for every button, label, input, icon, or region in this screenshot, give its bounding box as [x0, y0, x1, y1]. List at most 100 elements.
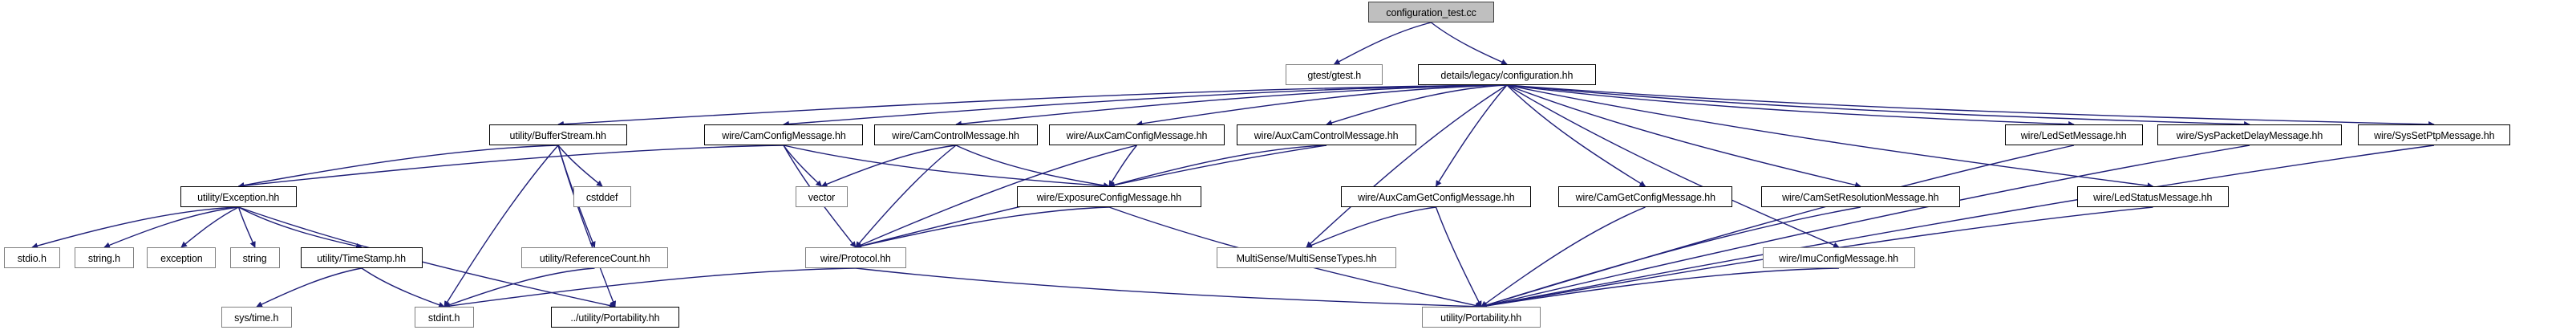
graph-node-label: gtest/gtest.h — [1307, 68, 1361, 81]
graph-node-utility-Portability-hh[interactable]: utility/Portability.hh — [1422, 307, 1541, 328]
graph-node-label: details/legacy/configuration.hh — [1440, 68, 1574, 81]
graph-node-stdint-h[interactable]: stdint.h — [415, 307, 474, 328]
graph-edge — [1506, 84, 2075, 128]
graph-node-label: string — [243, 251, 267, 264]
graph-edge — [1480, 267, 1840, 309]
graph-node-utility-Exception-hh[interactable]: utility/Exception.hh — [180, 186, 297, 207]
graph-node-wire-CamGetConfigMessage-hh[interactable]: wire/CamGetConfigMessage.hh — [1558, 186, 1732, 207]
graph-node-wire-ImuConfigMessage-hh[interactable]: wire/ImuConfigMessage.hh — [1763, 247, 1915, 268]
graph-node-wire-ExposureConfigMessage-hh[interactable]: wire/ExposureConfigMessage.hh — [1017, 186, 1201, 207]
graph-node-label: utility/ReferenceCount.hh — [539, 251, 650, 264]
graph-node-wire-SysPacketDelayMessage-hh[interactable]: wire/SysPacketDelayMessage.hh — [2157, 124, 2342, 145]
graph-node-label: ../utility/Portability.hh — [570, 311, 660, 324]
graph-node-wire-LedSetMessage-hh[interactable]: wire/LedSetMessage.hh — [2005, 124, 2143, 145]
graph-node-label: stdio.h — [17, 251, 47, 264]
graph-edge — [1506, 84, 2250, 128]
graph-edge — [1333, 22, 1432, 65]
graph-node-label: wire/AuxCamConfigMessage.hh — [1066, 128, 1208, 141]
graph-node-exception[interactable]: exception — [147, 247, 216, 268]
graph-edge — [855, 267, 1482, 310]
graph-node-label: cstddef — [586, 190, 618, 203]
graph-edge — [180, 206, 239, 248]
graph-node-label: string.h — [87, 251, 121, 264]
graph-node-label: MultiSense/MultiSenseTypes.hh — [1236, 251, 1377, 264]
graph-edge — [557, 145, 617, 308]
graph-edge — [237, 145, 559, 189]
graph-edge — [557, 145, 603, 187]
graph-edge — [361, 267, 445, 308]
graph-node-wire-CamSetResolutionMessage-hh[interactable]: wire/CamSetResolutionMessage.hh — [1761, 186, 1960, 207]
graph-edge — [1435, 206, 1482, 308]
graph-node-MultiSense-MultiSenseTypes-hh[interactable]: MultiSense/MultiSenseTypes.hh — [1217, 247, 1396, 268]
graph-edge — [557, 84, 1508, 128]
graph-node-utility-TimeStamp-hh[interactable]: utility/TimeStamp.hh — [301, 247, 423, 268]
graph-node-label: wire/CamSetResolutionMessage.hh — [1782, 190, 1939, 203]
graph-node-label: utility/BufferStream.hh — [509, 128, 607, 141]
graph-edge — [783, 145, 823, 187]
graph-node-label: wire/Protocol.hh — [820, 251, 891, 264]
graph-edge — [955, 145, 1110, 189]
graph-node-label: wire/AuxCamGetConfigMessage.hh — [1357, 190, 1515, 203]
graph-edge — [444, 267, 857, 309]
graph-edge — [1480, 145, 2435, 309]
graph-node-label: sys/time.h — [234, 311, 279, 324]
graph-node-label: vector — [808, 190, 836, 203]
graph-edge — [1108, 145, 1327, 188]
graph-edge — [237, 206, 256, 248]
graph-edge — [444, 145, 559, 308]
graph-node-label: wire/SysSetPtpMessage.hh — [2373, 128, 2495, 141]
graph-node-wire-SysSetPtpMessage-hh[interactable]: wire/SysSetPtpMessage.hh — [2358, 124, 2510, 145]
graph-node-label: configuration_test.cc — [1386, 6, 1476, 18]
graph-node-utility-BufferStream-hh[interactable]: utility/BufferStream.hh — [489, 124, 627, 145]
graph-node-wire-LedStatusMessage-hh[interactable]: wire/LedStatusMessage.hh — [2077, 186, 2229, 207]
graph-edge — [256, 267, 363, 308]
graph-edge — [1306, 84, 1508, 248]
graph-node-label: wire/CamControlMessage.hh — [892, 128, 1020, 141]
graph-edge — [1136, 84, 1508, 127]
graph-node-wire-AuxCamControlMessage-hh[interactable]: wire/AuxCamControlMessage.hh — [1237, 124, 1416, 145]
graph-node-label: exception — [160, 251, 203, 264]
graph-edge — [855, 206, 1110, 250]
graph-edge — [1435, 84, 1508, 187]
graph-node-label: wire/LedStatusMessage.hh — [2093, 190, 2213, 203]
graph-edge — [238, 206, 363, 250]
graph-node-label: stdint.h — [428, 311, 460, 324]
graph-node-cstddef[interactable]: cstddef — [573, 186, 631, 207]
graph-edge — [1506, 84, 1646, 187]
graph-node-wire-Protocol-hh[interactable]: wire/Protocol.hh — [805, 247, 906, 268]
graph-node-wire-AuxCamGetConfigMessage-hh[interactable]: wire/AuxCamGetConfigMessage.hh — [1341, 186, 1531, 207]
graph-node-label: wire/LedSetMessage.hh — [2021, 128, 2127, 141]
graph-edge — [1480, 145, 2075, 308]
graph-edge — [1480, 206, 1646, 308]
graph-node-gtest-gtest-h[interactable]: gtest/gtest.h — [1286, 64, 1383, 85]
graph-node-label: utility/Exception.hh — [197, 190, 280, 203]
graph-edge — [783, 145, 1110, 189]
graph-node-wire-CamControlMessage-hh[interactable]: wire/CamControlMessage.hh — [874, 124, 1038, 145]
graph-node-label: wire/SysPacketDelayMessage.hh — [2176, 128, 2323, 141]
graph-node-wire-AuxCamConfigMessage-hh[interactable]: wire/AuxCamConfigMessage.hh — [1049, 124, 1225, 145]
graph-edge — [1306, 206, 1436, 248]
graph-edge — [783, 84, 1508, 128]
graph-edge — [103, 206, 239, 248]
graph-node-stdio-h[interactable]: stdio.h — [4, 247, 60, 268]
graph-edge — [1480, 145, 2250, 309]
graph-edge — [237, 145, 784, 189]
graph-node-label: wire/ExposureConfigMessage.hh — [1036, 190, 1182, 203]
graph-node-utility-ReferenceCount-hh[interactable]: utility/ReferenceCount.hh — [521, 247, 668, 268]
graph-node-vector[interactable]: vector — [796, 186, 848, 207]
graph-node-string[interactable]: string — [230, 247, 280, 268]
graph-node-wire-CamConfigMessage-hh[interactable]: wire/CamConfigMessage.hh — [704, 124, 863, 145]
graph-node-label: wire/CamGetConfigMessage.hh — [1575, 190, 1715, 203]
graph-node-string-h[interactable]: string.h — [75, 247, 134, 268]
graph-node-details-legacy-configuration-hh[interactable]: details/legacy/configuration.hh — [1418, 64, 1596, 85]
graph-node-label: utility/TimeStamp.hh — [317, 251, 407, 264]
graph-edge — [444, 267, 595, 308]
graph-node-configuration-test-cc[interactable]: configuration_test.cc — [1368, 2, 1494, 22]
graph-node-label: wire/ImuConfigMessage.hh — [1779, 251, 1899, 264]
graph-node-sys-time-h[interactable]: sys/time.h — [221, 307, 292, 328]
graph-node-dotdot-utility-Portability-hh[interactable]: ../utility/Portability.hh — [551, 307, 679, 328]
graph-edge — [1108, 145, 1138, 187]
graph-edge — [31, 206, 239, 249]
